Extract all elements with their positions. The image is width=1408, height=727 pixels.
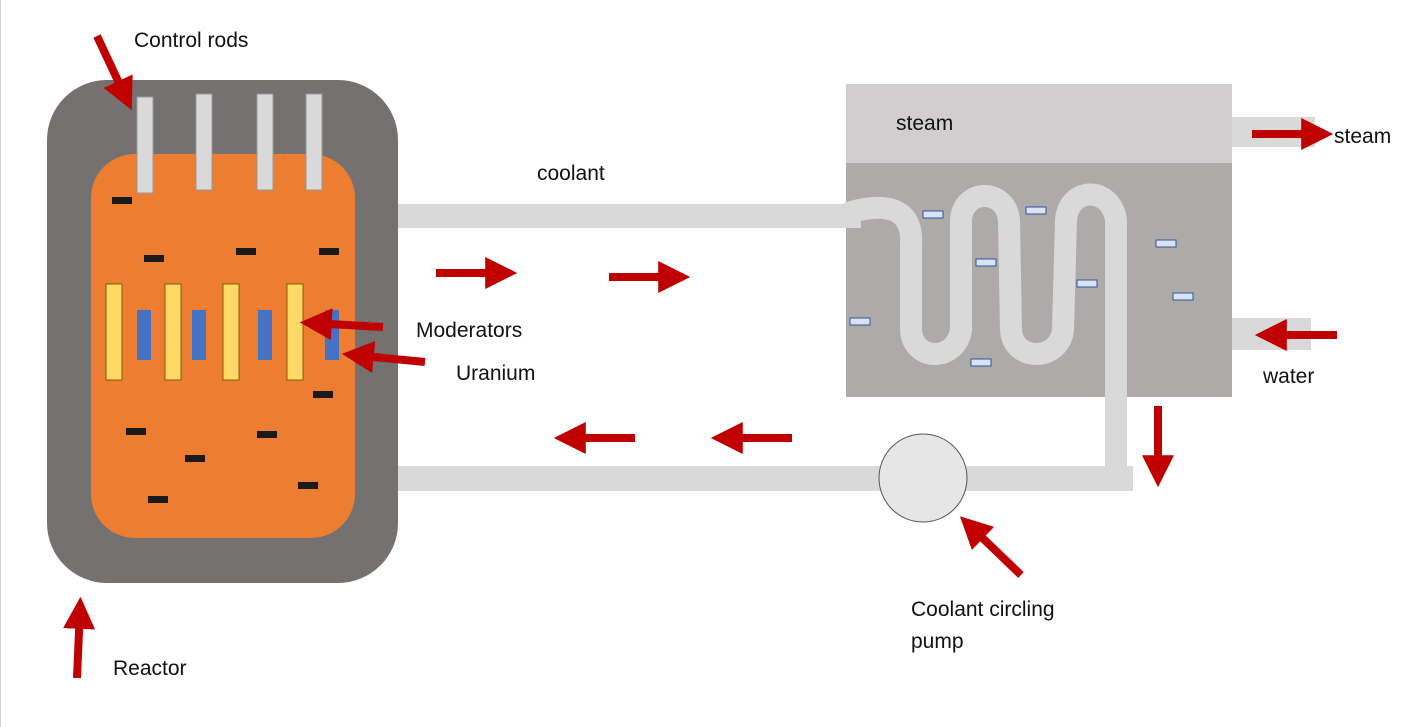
control-rod <box>136 96 154 194</box>
reactor-pointer-arrow <box>63 596 96 679</box>
control-rod <box>256 93 274 191</box>
steam-bubble <box>1025 206 1047 215</box>
neutron-particle <box>144 255 164 262</box>
hot-leg-pipe <box>391 204 861 228</box>
uranium-pointer-arrow <box>341 341 426 373</box>
steam-bubble <box>1076 279 1098 288</box>
reactor <box>47 80 398 583</box>
label-water: water <box>1263 365 1315 388</box>
neutron-particle <box>319 248 339 255</box>
label-moderators: Moderators <box>416 319 523 342</box>
moderator-bar <box>164 283 182 381</box>
uranium-bar <box>325 310 339 360</box>
neutron-particle <box>313 391 333 398</box>
heat-exchanger-coil <box>840 183 1127 491</box>
label-uranium: Uranium <box>456 362 536 385</box>
neutron-particle <box>112 197 132 204</box>
label-reactor: Reactor <box>113 657 187 680</box>
moderators-pointer-arrow <box>299 308 384 341</box>
moderator-bar <box>286 283 304 381</box>
neutron-particle <box>257 431 277 438</box>
uranium-bar <box>137 310 151 360</box>
neutron-particle <box>236 248 256 255</box>
control-rod <box>195 93 213 191</box>
neutron-particle <box>298 482 318 489</box>
pump-pointer-arrow <box>959 516 1024 578</box>
label-pump: Coolant circling pump <box>911 598 1055 653</box>
neutron-particle <box>185 455 205 462</box>
label-coolant: coolant <box>537 162 605 185</box>
steam-bubble <box>1172 292 1194 301</box>
neutron-particle <box>148 496 168 503</box>
uranium-bar <box>258 310 272 360</box>
steam-bubble <box>922 210 944 219</box>
steam-bubble <box>975 258 997 267</box>
steam-region <box>846 84 1232 163</box>
steam-bubble <box>1155 239 1177 248</box>
uranium-bar <box>192 310 206 360</box>
label-steam-outlet: steam <box>1334 125 1392 148</box>
coolant-loop <box>388 183 1133 491</box>
label-steam-inside: steam <box>896 112 954 135</box>
moderator-bar <box>105 283 123 381</box>
control-rod <box>305 93 323 191</box>
coolant-pump-icon <box>878 433 968 523</box>
cold-leg-pipe <box>388 466 1133 491</box>
steam-bubble <box>970 358 992 367</box>
control-rods-pointer-arrow <box>93 34 133 111</box>
label-control-rods: Control rods <box>134 29 249 52</box>
neutron-particle <box>126 428 146 435</box>
moderator-bar <box>222 283 240 381</box>
steam-bubble <box>849 317 871 326</box>
